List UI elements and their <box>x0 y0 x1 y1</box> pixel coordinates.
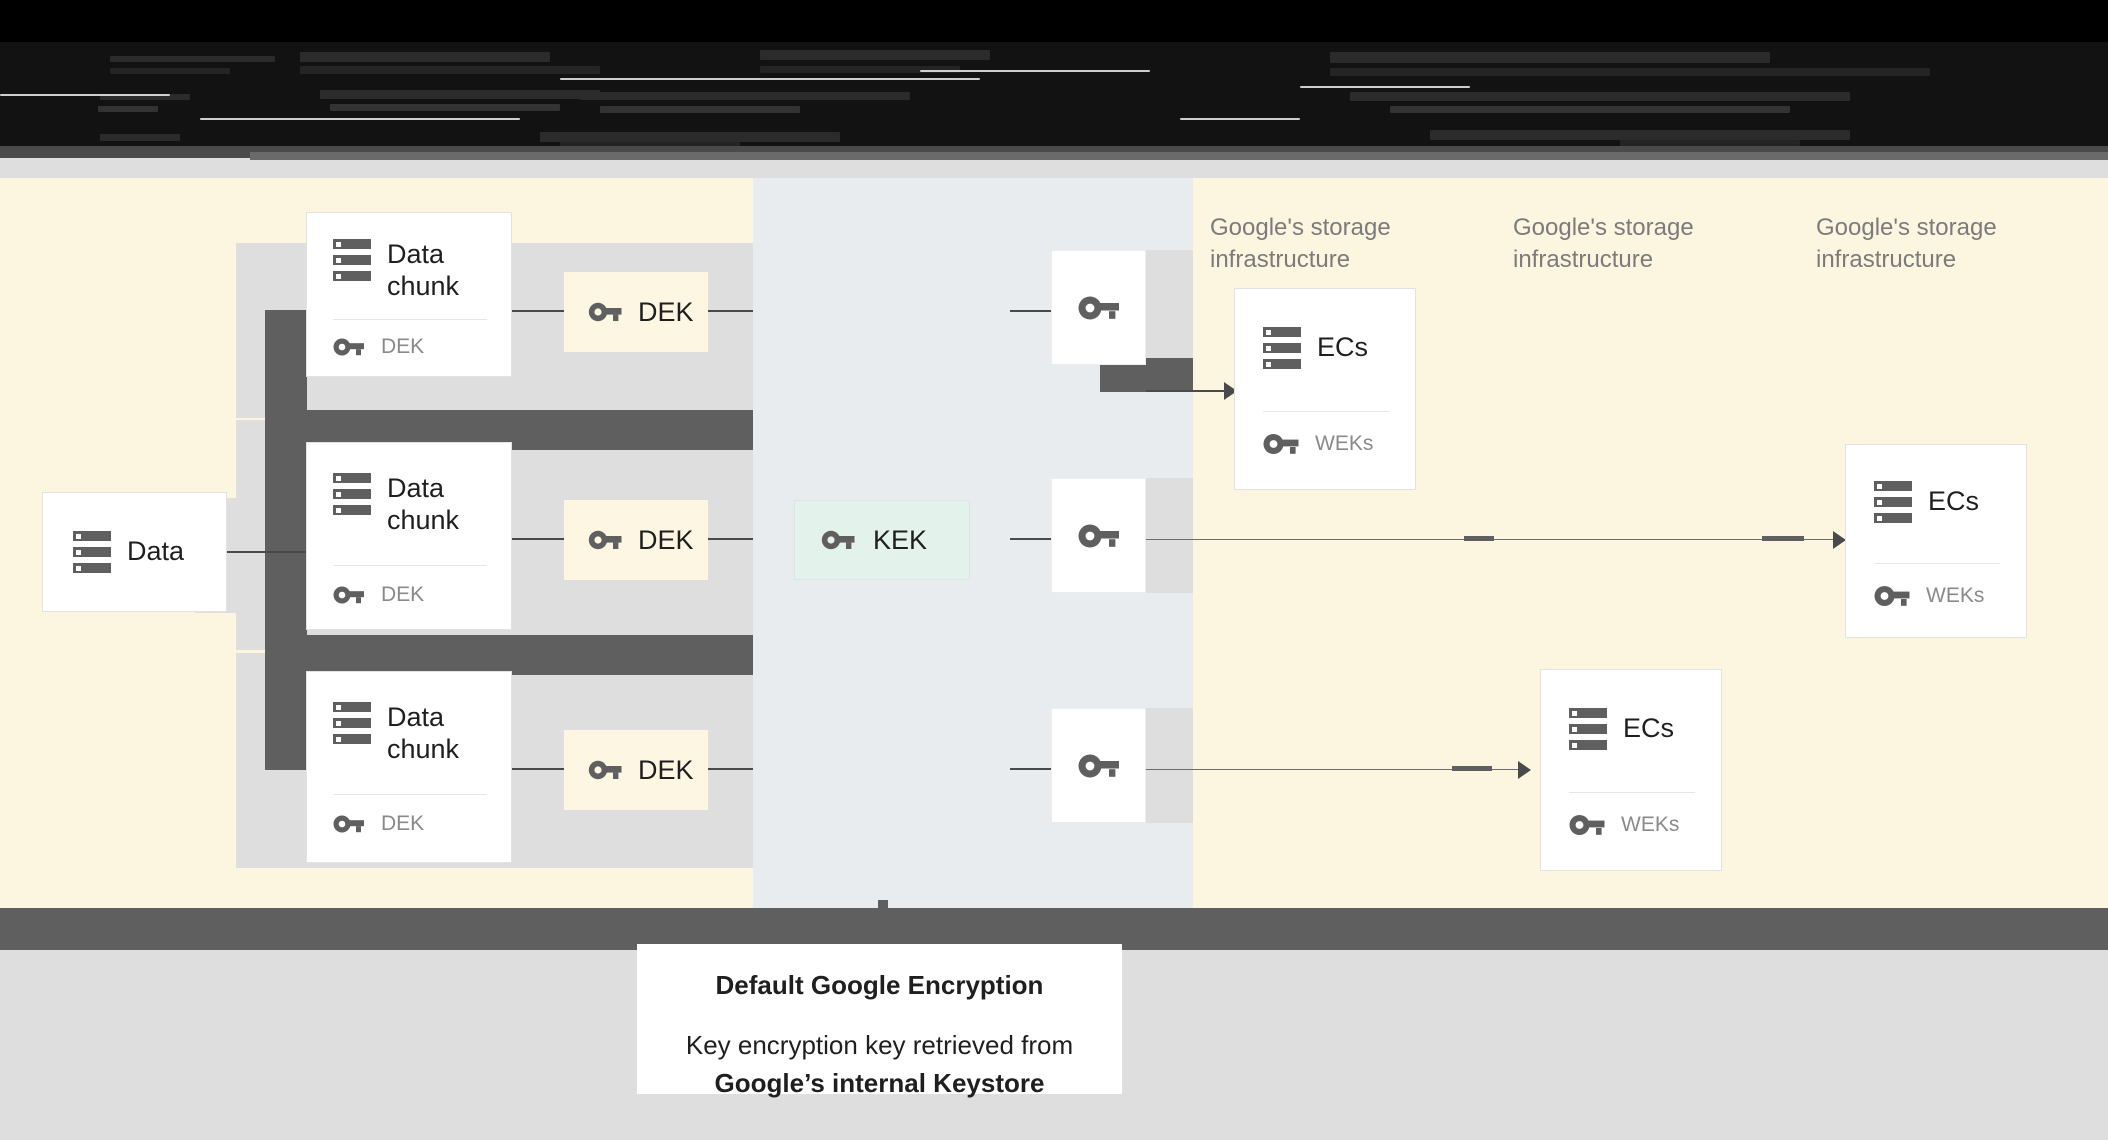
kek-label: KEK <box>873 524 928 555</box>
connector-dek3-out <box>708 768 753 770</box>
key-icon <box>333 584 365 606</box>
arrow-head-to-ecs-1 <box>1224 382 1237 400</box>
storage-label-3: Google's storage infrastructure <box>1816 214 1997 273</box>
dek-box-3[interactable]: DEK <box>564 730 708 810</box>
arrow-line-to-ecs-2 <box>1146 539 1846 541</box>
dek-label: DEK <box>638 524 694 555</box>
dek-label: DEK <box>638 296 694 327</box>
database-icon <box>333 473 371 515</box>
connector-chunk3-dek3 <box>512 768 564 770</box>
key-icon <box>1569 812 1605 838</box>
ecs-card-3[interactable]: ECs WEKs <box>1540 669 1722 871</box>
data-chunk-card-1[interactable]: Data chunk DEK <box>306 212 512 377</box>
chunk-key-label: DEK <box>381 335 425 358</box>
ecs-card-2[interactable]: ECs WEKs <box>1845 444 2027 638</box>
ecs-key-label: WEKs <box>1621 813 1680 836</box>
wrapped-key-tile-3[interactable] <box>1051 708 1146 823</box>
header-black-bar <box>0 0 2108 42</box>
ecs-title: ECs <box>1928 486 1980 517</box>
kek-box[interactable]: KEK <box>794 500 970 580</box>
key-icon <box>821 528 855 552</box>
database-icon <box>1569 708 1607 750</box>
arrow-redaction-seg-2b <box>1762 536 1804 541</box>
connector-chunk2-dek2 <box>512 538 564 540</box>
key-icon <box>1078 521 1120 551</box>
database-icon <box>333 702 371 744</box>
redaction-bar-row-2 <box>265 635 753 675</box>
chunk-title: Data chunk <box>387 239 460 301</box>
caption-title: Default Google Encryption <box>715 970 1044 1000</box>
key-icon <box>333 336 365 358</box>
caption-line-2: Google’s internal Keystore <box>714 1067 1045 1098</box>
key-icon <box>588 528 622 552</box>
key-icon <box>1874 583 1910 609</box>
data-node[interactable]: Data <box>42 492 227 612</box>
arrow-head-to-ecs-3 <box>1518 761 1531 779</box>
ecs-key-label: WEKs <box>1315 432 1374 455</box>
connector-chunk1-dek1 <box>512 310 564 312</box>
chunk-title: Data chunk <box>387 702 460 764</box>
key-icon <box>588 300 622 324</box>
arrow-line-to-ecs-3 <box>1146 769 1526 771</box>
dek-box-2[interactable]: DEK <box>564 500 708 580</box>
connector-to-wek-tile-1 <box>1010 310 1052 312</box>
data-chunk-card-2[interactable]: Data chunk DEK <box>306 442 512 630</box>
caption-line-1: Key encryption key retrieved from <box>685 1030 1074 1060</box>
caption-box: Default Google Encryption Key encryption… <box>637 944 1122 1098</box>
connector-to-wek-tile-3 <box>1010 768 1052 770</box>
header-obscured-text-area <box>0 42 2108 158</box>
connector-dek1-out <box>708 310 753 312</box>
key-icon <box>588 758 622 782</box>
arrow-redaction-seg-3 <box>1452 766 1492 771</box>
connector-data-to-chunk <box>227 551 307 553</box>
storage-label-1: Google's storage infrastructure <box>1210 214 1391 273</box>
arrow-redaction-seg-2a <box>1464 536 1494 541</box>
database-icon <box>1263 327 1301 369</box>
redaction-tick <box>878 900 888 916</box>
chunk-key-label: DEK <box>381 812 425 835</box>
chunk-key-label: DEK <box>381 583 425 606</box>
ecs-card-1[interactable]: ECs WEKs <box>1234 288 1416 490</box>
key-icon <box>1078 751 1120 781</box>
wrapped-key-tile-2[interactable] <box>1051 478 1146 593</box>
database-icon <box>333 239 371 281</box>
data-chunk-card-3[interactable]: Data chunk DEK <box>306 671 512 863</box>
key-icon <box>333 813 365 835</box>
wrapped-key-tile-1[interactable] <box>1051 250 1146 365</box>
arrow-head-to-ecs-2 <box>1833 531 1846 549</box>
dek-label: DEK <box>638 754 694 785</box>
ecs-title: ECs <box>1317 332 1369 363</box>
arrow-line-to-ecs-1 <box>1146 390 1236 392</box>
chunk-title: Data chunk <box>387 473 460 535</box>
dek-box-1[interactable]: DEK <box>564 272 708 352</box>
key-icon <box>1263 431 1299 457</box>
redaction-bar-vertical <box>265 310 307 770</box>
database-icon <box>1874 481 1912 523</box>
connector-kek-to-wek-tile-2 <box>1010 538 1052 540</box>
database-icon <box>73 531 111 573</box>
header-bottom-rule-light <box>250 152 2108 160</box>
ecs-title: ECs <box>1623 713 1675 744</box>
bottom-dark-band <box>0 908 2108 950</box>
storage-label-2: Google's storage infrastructure <box>1513 214 1694 273</box>
connector-dek2-out <box>708 538 753 540</box>
key-icon <box>1078 293 1120 323</box>
data-node-label: Data <box>127 536 185 567</box>
ecs-key-label: WEKs <box>1926 584 1985 607</box>
